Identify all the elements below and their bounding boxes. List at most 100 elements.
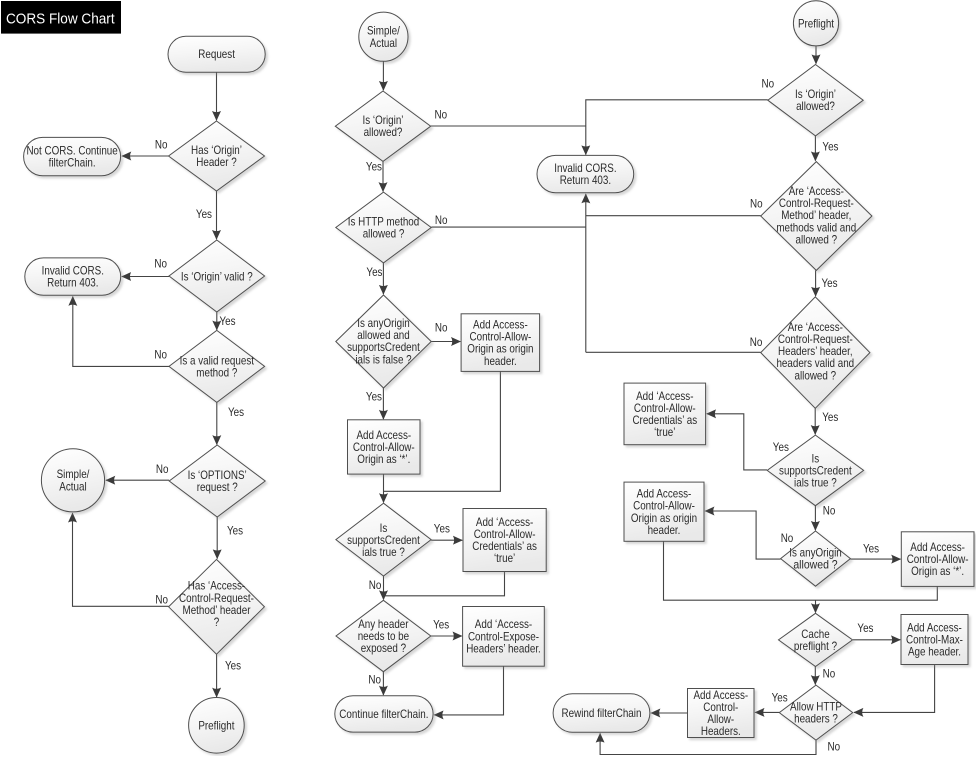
svg-text:Yes: Yes (822, 410, 838, 424)
svg-text:Add Access-: Add Access- (910, 540, 965, 554)
svg-text:No: No (762, 76, 775, 90)
svg-text:No: No (154, 256, 167, 270)
svg-text:No: No (823, 503, 836, 517)
svg-text:Yes: Yes (196, 207, 212, 221)
svg-text:Simple/: Simple/ (367, 24, 400, 38)
svg-text:ials true ?: ials true ? (794, 476, 837, 490)
svg-text:Is ‘Origin’: Is ‘Origin’ (795, 87, 836, 101)
svg-text:Rewind filterChain: Rewind filterChain (562, 706, 642, 720)
svg-text:Yes: Yes (228, 405, 244, 419)
svg-text:Are ‘Access-: Are ‘Access- (788, 320, 843, 334)
svg-text:Preflight: Preflight (198, 718, 235, 732)
svg-text:Origin as origin: Origin as origin (467, 342, 533, 356)
svg-text:No: No (435, 213, 448, 227)
svg-text:No: No (435, 107, 448, 121)
svg-text:Is ‘Origin’ valid ?: Is ‘Origin’ valid ? (181, 270, 253, 284)
svg-text:Yes: Yes (434, 521, 450, 535)
svg-text:method ?: method ? (196, 365, 237, 379)
svg-text:Add Access-: Add Access- (473, 318, 528, 332)
svg-text:Control-Expose-: Control-Expose- (468, 629, 539, 643)
svg-text:Control-Request-: Control-Request- (779, 196, 854, 210)
svg-text:Invalid CORS.: Invalid CORS. (554, 161, 616, 175)
svg-text:Is: Is (380, 521, 388, 535)
svg-text:No: No (156, 462, 169, 476)
svg-text:Invalid CORS.: Invalid CORS. (42, 264, 104, 278)
svg-text:allowed?: allowed? (796, 99, 835, 113)
svg-text:Is: Is (812, 451, 820, 465)
svg-text:Yes: Yes (822, 139, 838, 153)
svg-text:Control-Allow-: Control-Allow- (634, 401, 696, 415)
svg-text:Origin as ‘*’.: Origin as ‘*’. (357, 452, 410, 466)
svg-text:headers valid and: headers valid and (776, 356, 854, 370)
svg-text:header.: header. (484, 354, 517, 368)
svg-text:Allow-: Allow- (707, 712, 734, 726)
svg-text:‘true’: ‘true’ (654, 425, 675, 439)
svg-text:No: No (823, 666, 836, 680)
svg-text:No: No (369, 578, 382, 592)
svg-text:Has ‘Origin’: Has ‘Origin’ (191, 143, 242, 157)
svg-text:No: No (750, 335, 763, 349)
svg-text:Control-Request-: Control-Request- (778, 332, 853, 346)
svg-text:Yes: Yes (822, 276, 838, 290)
svg-text:Cache: Cache (801, 627, 830, 641)
svg-text:Yes: Yes (227, 524, 243, 538)
svg-text:supportsCredent: supportsCredent (347, 340, 420, 354)
svg-text:Yes: Yes (225, 658, 241, 672)
svg-text:Return 403.: Return 403. (47, 276, 98, 290)
svg-text:methods valid and: methods valid and (776, 220, 856, 234)
svg-text:Control-Allow-: Control-Allow- (474, 527, 536, 541)
svg-text:Add ‘Access-: Add ‘Access- (476, 515, 533, 529)
svg-text:Yes: Yes (863, 541, 879, 555)
svg-text:Method’ header: Method’ header (183, 603, 251, 617)
svg-text:Yes: Yes (773, 440, 789, 454)
svg-text:Yes: Yes (366, 390, 382, 404)
svg-text:Any header: Any header (358, 617, 408, 631)
svg-text:No: No (781, 531, 794, 545)
svg-text:Preflight: Preflight (798, 16, 835, 30)
svg-text:No: No (435, 320, 448, 334)
svg-text:Return 403.: Return 403. (560, 173, 611, 187)
svg-text:Is HTTP method: Is HTTP method (348, 214, 420, 228)
svg-text:exposed ?: exposed ? (361, 641, 407, 655)
svg-text:Is ‘OPTIONS’: Is ‘OPTIONS’ (188, 468, 247, 482)
svg-text:headers ?: headers ? (794, 712, 838, 726)
svg-text:Is anyOrigin: Is anyOrigin (789, 546, 842, 560)
svg-text:Origin as origin: Origin as origin (631, 511, 697, 525)
svg-text:Headers’ header.: Headers’ header. (466, 642, 541, 656)
svg-text:Simple/: Simple/ (57, 467, 90, 481)
svg-text:No: No (155, 138, 168, 152)
svg-text:allowed and: allowed and (357, 328, 410, 342)
svg-text:Add Access-: Add Access- (637, 487, 692, 501)
svg-text:Yes: Yes (772, 690, 788, 704)
svg-text:Control-Max-: Control-Max- (906, 633, 963, 647)
svg-text:Add ‘Access-: Add ‘Access- (475, 617, 532, 631)
svg-text:Allow HTTP: Allow HTTP (790, 700, 842, 714)
svg-text:Headers’ header,: Headers’ header, (778, 344, 853, 358)
svg-text:preflight ?: preflight ? (794, 639, 837, 653)
svg-text:ials is false ?: ials is false ? (355, 352, 412, 366)
svg-text:Credentials’ as: Credentials’ as (472, 539, 537, 553)
svg-text:Control-Allow-: Control-Allow- (907, 552, 969, 566)
svg-text:allowed ?: allowed ? (796, 232, 838, 246)
svg-text:Is anyOrigin: Is anyOrigin (357, 316, 410, 330)
svg-text:allowed ?: allowed ? (793, 558, 838, 572)
svg-text:filterChain.: filterChain. (49, 156, 96, 170)
svg-text:Is ‘Origin’: Is ‘Origin’ (363, 113, 404, 127)
svg-text:allowed?: allowed? (364, 125, 403, 139)
svg-text:Continue filterChain.: Continue filterChain. (339, 707, 428, 721)
svg-text:supportsCredent: supportsCredent (347, 533, 420, 547)
svg-text:Is a valid request: Is a valid request (180, 353, 255, 367)
svg-text:Actual: Actual (370, 36, 397, 50)
svg-text:CORS Flow Chart: CORS Flow Chart (6, 11, 115, 27)
svg-text:Origin as ‘*’.: Origin as ‘*’. (911, 564, 964, 578)
svg-text:Header ?: Header ? (196, 155, 237, 169)
svg-text:Add Access-: Add Access- (907, 620, 962, 634)
svg-text:Control-Allow-: Control-Allow- (633, 499, 695, 513)
svg-text:Yes: Yes (857, 621, 873, 635)
svg-text:supportsCredent: supportsCredent (779, 463, 852, 477)
svg-text:No: No (154, 347, 167, 361)
svg-text:Add Access-: Add Access- (693, 688, 748, 702)
svg-text:Has ‘Access-: Has ‘Access- (188, 579, 245, 593)
svg-text:Not CORS. Continue: Not CORS. Continue (26, 144, 118, 158)
svg-text:allowed ?: allowed ? (795, 368, 837, 382)
